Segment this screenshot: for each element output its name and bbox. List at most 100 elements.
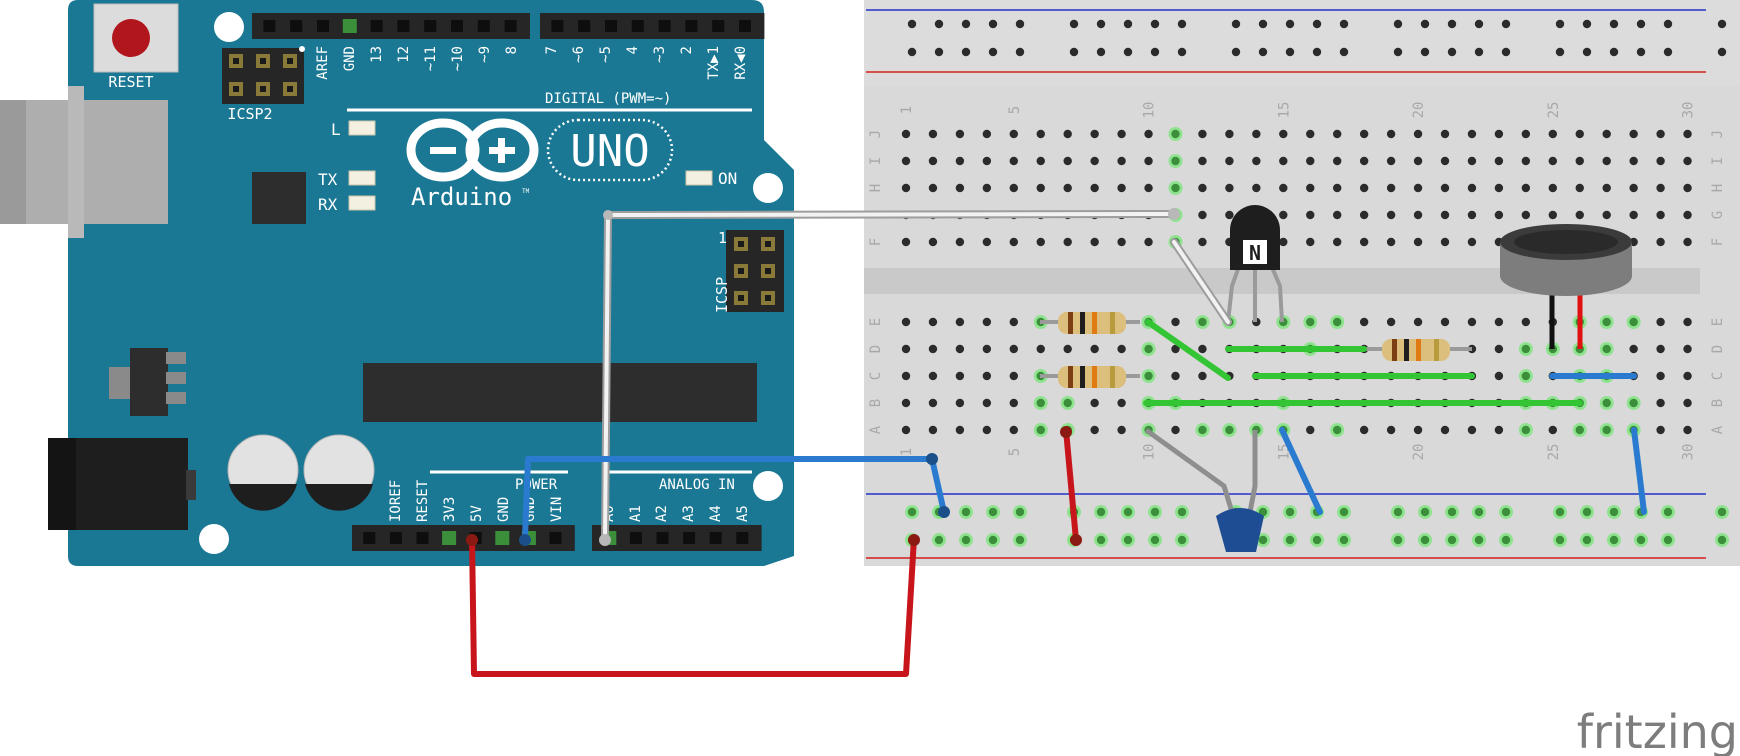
breadboard-hole xyxy=(1090,129,1099,139)
top-power-rail-area xyxy=(864,0,1740,86)
breadboard-hole xyxy=(901,344,911,354)
power-pin-label: RESET xyxy=(415,479,431,522)
breadboard-hole xyxy=(1090,156,1099,166)
wire-white xyxy=(1172,240,1230,324)
col-label-top: 30 xyxy=(1681,102,1697,119)
transistor-body xyxy=(1230,205,1280,270)
breadboard-hole xyxy=(1036,183,1045,193)
resistor-band xyxy=(1068,366,1073,388)
resistor-band xyxy=(1080,312,1085,334)
digital-header xyxy=(252,13,765,39)
breadboard-hole xyxy=(1656,156,1665,166)
breadboard-hole xyxy=(982,398,992,408)
breadboard-hole xyxy=(1494,210,1504,220)
rail-hole xyxy=(1285,47,1295,57)
wire-end xyxy=(938,506,950,518)
breadboard-hole xyxy=(1117,156,1126,166)
breadboard-hole xyxy=(1467,425,1477,435)
breadboard-hole xyxy=(1036,425,1045,435)
wire-end xyxy=(519,534,531,546)
breadboard-hole xyxy=(1198,425,1207,435)
digital-pin-label: RX◀0 xyxy=(733,46,749,80)
header-pin xyxy=(685,20,698,32)
resistor-band xyxy=(1092,366,1097,388)
header-pin xyxy=(739,20,751,32)
header-pin xyxy=(549,532,562,544)
breadboard-hole xyxy=(1225,129,1234,139)
wire-green xyxy=(1145,319,1231,381)
rail-hole xyxy=(1717,47,1727,57)
rail-hole xyxy=(1501,507,1511,517)
breadboard-hole xyxy=(1494,371,1504,381)
digital-pin-label: ~6 xyxy=(571,46,587,63)
breadboard-hole xyxy=(1467,156,1477,166)
breadboard-hole xyxy=(1521,129,1531,139)
breadboard-hole xyxy=(1467,129,1477,139)
breadboard-hole xyxy=(1683,183,1692,193)
icsp-header xyxy=(726,230,784,312)
led-tx xyxy=(348,170,376,186)
rail-hole xyxy=(961,19,971,29)
wire-end xyxy=(1168,208,1180,220)
breadboard-hole xyxy=(1683,344,1692,354)
breadboard-hole xyxy=(1333,425,1342,435)
breadboard-hole xyxy=(955,183,965,193)
icsp2-label: ICSP2 xyxy=(227,105,272,123)
row-label: J xyxy=(868,130,884,138)
breadboard-hole xyxy=(1602,317,1611,327)
row-label: G xyxy=(1710,211,1726,219)
rail-hole xyxy=(1393,535,1403,545)
rail-hole xyxy=(961,507,971,517)
regulator-leg xyxy=(166,372,186,384)
analog-pin-label: A2 xyxy=(654,505,670,522)
header-pin-active xyxy=(495,531,510,545)
breadboard-hole xyxy=(1198,237,1207,247)
power-pin-label: 3V3 xyxy=(442,497,458,522)
breadboard-hole xyxy=(1521,317,1531,327)
breadboard-hole xyxy=(1386,183,1396,193)
breadboard-hole xyxy=(1413,129,1423,139)
arduino-pcb xyxy=(68,0,794,566)
breadboard-hole xyxy=(1009,398,1018,408)
breadboard-hole xyxy=(1683,210,1692,220)
arduino-logo xyxy=(406,118,539,182)
rail-hole xyxy=(1717,19,1727,29)
rail-hole xyxy=(1258,19,1268,29)
breadboard-hole xyxy=(1548,156,1558,166)
col-label-bottom: 30 xyxy=(1681,444,1697,461)
power-pin-label: VIN xyxy=(549,497,565,522)
breadboard-hole xyxy=(1521,210,1531,220)
breadboard-hole xyxy=(1575,425,1584,435)
breadboard-hole xyxy=(1333,183,1342,193)
col-label-bottom: 10 xyxy=(1142,444,1158,461)
rail-hole xyxy=(1663,47,1673,57)
rail-hole xyxy=(1474,535,1484,545)
rail-hole xyxy=(1393,19,1403,29)
breadboard-hole xyxy=(1494,317,1504,327)
resistor-1 xyxy=(1040,312,1140,334)
breadboard-hole xyxy=(1171,317,1180,327)
fritzing-watermark: fritzing xyxy=(1577,705,1738,756)
breadboard-hole xyxy=(1117,398,1126,408)
header-pin xyxy=(709,532,722,544)
row-label: B xyxy=(1710,399,1726,407)
resistor-band xyxy=(1434,339,1439,361)
resistor-band xyxy=(1416,339,1421,361)
logo-right-loop xyxy=(465,118,539,182)
breadboard-hole xyxy=(1440,425,1450,435)
breadboard-hole xyxy=(1198,371,1207,381)
header-pin xyxy=(736,532,749,544)
header-pin xyxy=(658,20,671,32)
power-jack-ring xyxy=(186,470,196,500)
breadboard-hole xyxy=(1171,183,1180,193)
header-pin-active xyxy=(342,19,357,33)
header-pin xyxy=(370,20,383,32)
rail-hole xyxy=(1123,535,1133,545)
row-label: D xyxy=(1710,345,1726,353)
rail-hole xyxy=(1096,507,1106,517)
breadboard-hole xyxy=(1306,425,1315,435)
row-label: F xyxy=(868,238,884,246)
breadboard-hole xyxy=(982,237,992,247)
header-pin xyxy=(578,20,591,32)
breadboard-hole xyxy=(1144,129,1153,139)
